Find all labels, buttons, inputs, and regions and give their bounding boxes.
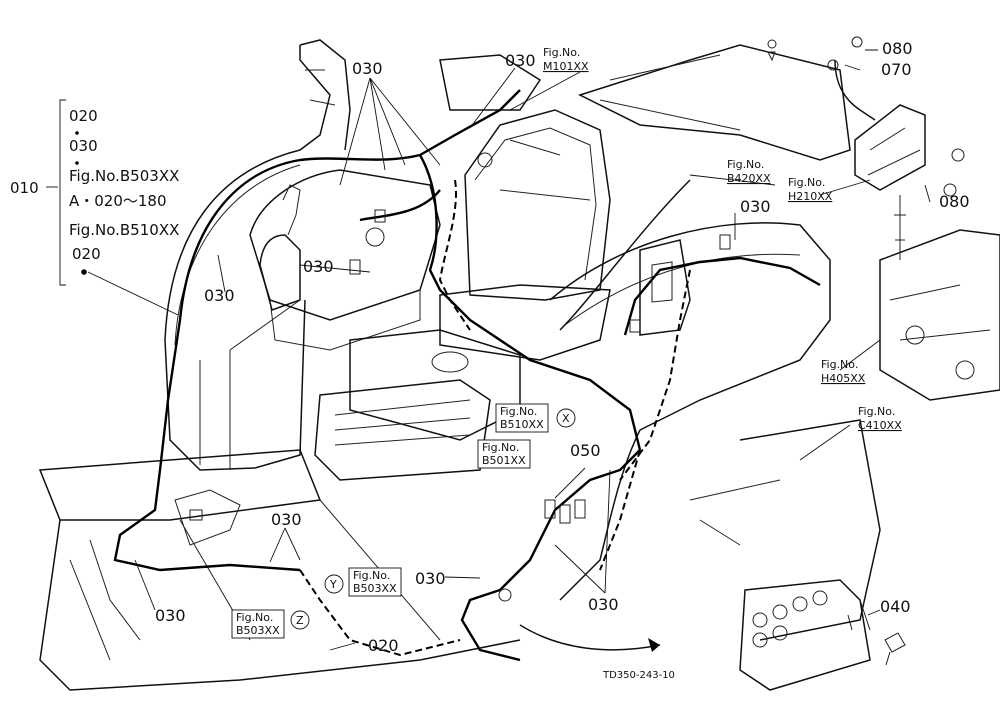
machine-outline [38,36,1000,691]
fig-ref-code: B503XX [353,582,397,595]
part-label-050: 050 [570,441,601,460]
legend-line: 020 [69,107,98,125]
legend-line: Fig.No.B510XX [69,221,179,239]
fig-ref-code: C410XX [858,419,902,432]
part-label-030: 030 [740,197,771,216]
part-label-030: 030 [303,257,334,276]
legend-line: 020 [72,245,101,263]
fig-ref-label: Fig.No. [482,441,519,454]
view-marker-y: Y [329,578,337,591]
legend-line: 030 [69,137,98,155]
fig-ref-code: H210XX [788,190,833,203]
drawing-code: TD350-243-10 [602,670,675,681]
fig-ref-label: Fig.No. [727,158,764,171]
part-label-030: 030 [415,569,446,588]
part-label-020: 020 [368,636,399,655]
part-label-080: 080 [939,192,970,211]
view-marker-z: Z [296,614,304,627]
part-label-030: 030 [204,286,235,305]
fig-ref-code: B501XX [482,454,526,467]
legend-bracket [46,99,66,286]
part-label-030: 030 [271,510,302,529]
part-label-030: 030 [588,595,619,614]
fig-ref-label: Fig.No. [543,46,580,59]
part-label-030: 030 [155,606,186,625]
legend-dot [75,131,79,135]
legend-item-010: 010 [10,179,39,197]
fig-ref-code: H405XX [821,372,866,385]
wire-harness [113,89,821,662]
fig-ref-label: Fig.No. [821,358,858,371]
legend-bullet [81,269,87,275]
fig-ref-code: B503XX [236,624,280,637]
fig-ref-code: M101XX [543,60,589,73]
part-label-080: 080 [882,39,913,58]
fig-ref-label: Fig.No. [788,176,825,189]
legend-line: Fig.No.B503XX [69,167,179,185]
part-label-040: 040 [880,597,911,616]
legend-line: A・020～180 [69,192,167,210]
fig-ref-label: Fig.No. [858,405,895,418]
leader-lines [87,49,931,651]
legend-dot [75,161,79,165]
part-label-030: 030 [505,51,536,70]
fig-ref-boxes [231,403,576,639]
fig-ref-code: B510XX [500,418,544,431]
part-label-030: 030 [352,59,383,78]
fig-ref-label: Fig.No. [353,569,390,582]
part-label-070: 070 [881,60,912,79]
fig-ref-code: B420XX [727,172,771,185]
fig-ref-label: Fig.No. [236,611,273,624]
fig-ref-label: Fig.No. [500,405,537,418]
view-marker-x: X [562,412,570,425]
